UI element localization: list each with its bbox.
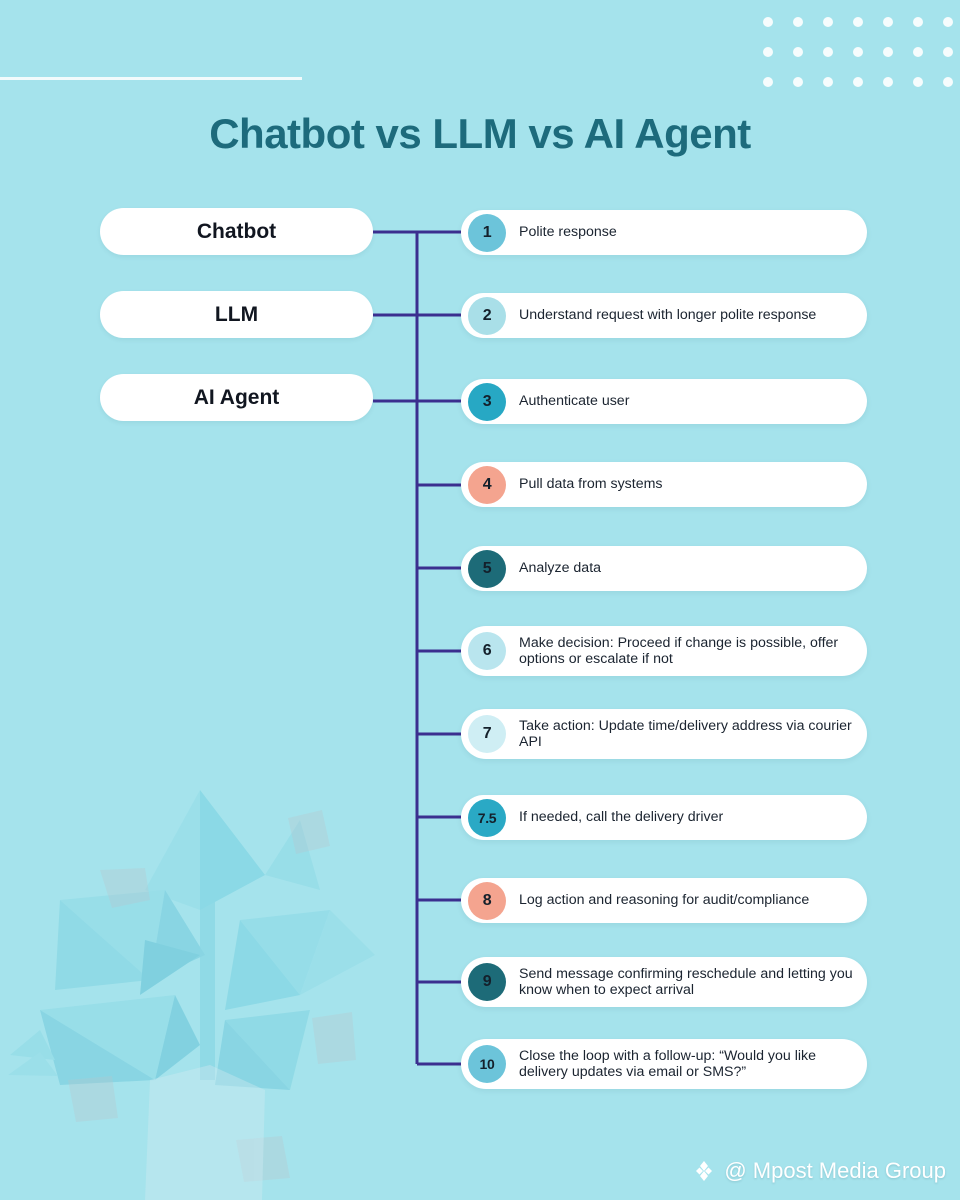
watermark-text: @ Mpost Media Group [724,1158,946,1183]
step-text: Analyze data [519,560,602,577]
dot-grid-decoration [763,17,953,87]
step-badge: 10 [468,1045,506,1083]
step-badge: 5 [468,549,506,588]
step-badge: 7.5 [468,798,506,837]
category-label: LLM [214,302,259,326]
watermark: @ Mpost Media Group [692,1158,946,1184]
step-text: Understand request with longer polite re… [519,307,817,324]
step-item[interactable]: 8 Log action and reasoning for audit/com… [461,878,867,923]
step-item[interactable]: 10 Close the loop with a follow-up: “Wou… [461,1039,867,1089]
page-title: Chatbot vs LLM vs AI Agent [209,110,751,157]
category-list: Chatbot LLM AI Agent [100,208,373,421]
step-badge: 9 [468,963,506,1001]
top-left-rule [0,77,302,80]
step-text: Authenticate user [519,393,630,410]
step-text: If needed, call the delivery driver [519,809,724,826]
step-badge: 7 [468,715,506,753]
step-item[interactable]: 3 Authenticate user [461,379,867,424]
category-label: Chatbot [196,219,277,243]
step-text: Polite response [519,224,617,241]
step-badge: 6 [468,632,506,670]
category-pill-llm[interactable]: LLM [100,291,373,338]
tree-decoration [8,790,375,1200]
step-item[interactable]: 5 Analyze data [461,546,867,591]
step-text: Close the loop with a follow-up: “Would … [519,1047,817,1081]
step-item[interactable]: 9 Send message confirming reschedule and… [461,957,867,1007]
step-item[interactable]: 1 Polite response [461,210,867,255]
step-badge: 1 [468,213,506,252]
category-label: AI Agent [193,385,280,409]
step-text: Send message confirming reschedule and l… [519,965,853,999]
step-badge: 3 [468,382,506,421]
step-text: Pull data from systems [519,476,663,493]
step-item[interactable]: 7.5 If needed, call the delivery driver [461,795,867,840]
step-badge: 2 [468,296,506,335]
step-text: Take action: Update time/delivery addres… [519,717,852,751]
category-pill-chatbot[interactable]: Chatbot [100,208,373,255]
step-item[interactable]: 4 Pull data from systems [461,462,867,507]
step-item[interactable]: 7 Take action: Update time/delivery addr… [461,709,867,759]
step-badge: 8 [468,881,506,920]
category-pill-ai-agent[interactable]: AI Agent [100,374,373,421]
step-text: Log action and reasoning for audit/compl… [519,892,810,909]
step-item[interactable]: 6 Make decision: Proceed if change is po… [461,626,867,676]
step-text: Make decision: Proceed if change is poss… [519,634,839,668]
diamond-cluster-icon [696,1161,713,1181]
step-item[interactable]: 2 Understand request with longer polite … [461,293,867,338]
step-badge: 4 [468,465,506,504]
